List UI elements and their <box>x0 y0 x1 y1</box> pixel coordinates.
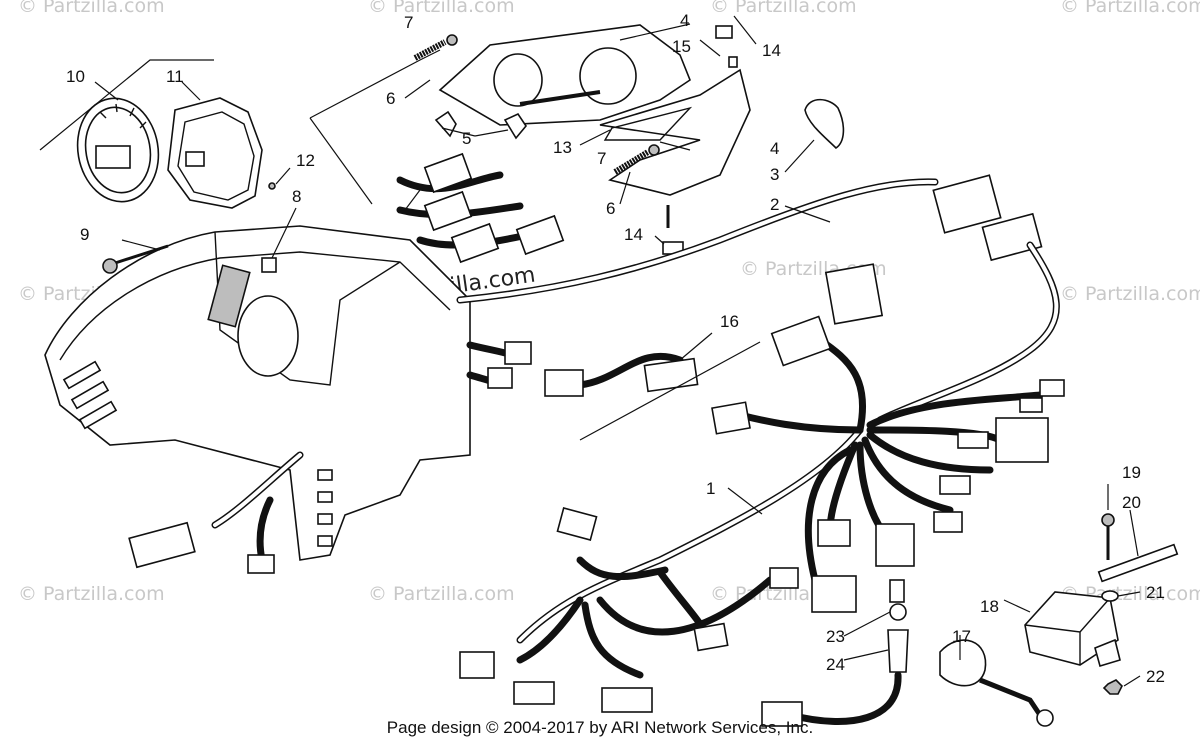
spring <box>413 39 650 175</box>
callout-3: 3 <box>770 165 779 184</box>
callout-14: 14 <box>624 225 643 244</box>
callout-19: 19 <box>1122 463 1141 482</box>
watermark-text: © Partzilla.com <box>368 0 515 17</box>
leader-lines <box>39 15 1141 687</box>
main-harness <box>459 263 1065 713</box>
screw <box>268 34 660 190</box>
headlight-housing-lower <box>599 68 751 196</box>
instrument-gauge <box>76 97 160 203</box>
callout-20: 20 <box>1122 493 1141 512</box>
watermark-text: © Partzilla.com <box>1060 0 1200 17</box>
callout-23: 23 <box>826 627 845 646</box>
mounting-hardware <box>1097 513 1179 695</box>
callout-7: 7 <box>404 13 413 32</box>
watermark-text: © Partzilla.com <box>368 583 515 605</box>
callout-8: 8 <box>292 187 301 206</box>
sub-harness <box>466 341 699 397</box>
callout-2: 2 <box>770 195 779 214</box>
callout-12: 12 <box>296 151 315 170</box>
dash-panel <box>44 225 471 561</box>
callout-6: 6 <box>386 89 395 108</box>
page-footer: Page design © 2004-2017 by ARI Network S… <box>386 718 814 737</box>
callout-22: 22 <box>1146 667 1165 686</box>
callout-15: 15 <box>672 37 691 56</box>
callout-5: 5 <box>462 129 471 148</box>
callout-6: 6 <box>606 199 615 218</box>
headlight-harness <box>396 152 1060 424</box>
callout-labels: 10 11 12 8 9 7 6 5 4 15 14 13 7 4 3 2 6 … <box>66 11 1165 686</box>
callout-21: 21 <box>1146 583 1165 602</box>
callout-10: 10 <box>66 67 85 86</box>
callout-9: 9 <box>80 225 89 244</box>
dash-sub-harness <box>128 451 304 574</box>
callout-16: 16 <box>720 312 739 331</box>
callout-1: 1 <box>706 479 715 498</box>
callout-14: 14 <box>762 41 781 60</box>
headlight-housing-upper <box>438 24 691 126</box>
control-module <box>1024 591 1121 668</box>
band <box>804 98 845 150</box>
callout-13: 13 <box>553 138 572 157</box>
callout-4: 4 <box>680 11 689 30</box>
callout-11: 11 <box>166 67 184 86</box>
watermark-text: © Partzilla.com <box>18 0 165 17</box>
watermark-text: © Partzilla.com <box>18 583 165 605</box>
watermark-text: © Partzilla.com <box>1060 283 1200 305</box>
callout-17: 17 <box>952 627 971 646</box>
clip <box>662 25 738 255</box>
callout-18: 18 <box>980 597 999 616</box>
callout-7: 7 <box>597 149 606 168</box>
ignition-switch <box>761 579 909 727</box>
gauge-housing <box>167 97 263 209</box>
bolt <box>102 244 169 274</box>
callout-24: 24 <box>826 655 845 674</box>
callout-4: 4 <box>770 139 779 158</box>
watermark-text: © Partzilla.com <box>710 0 857 17</box>
bulb-socket <box>434 110 527 140</box>
